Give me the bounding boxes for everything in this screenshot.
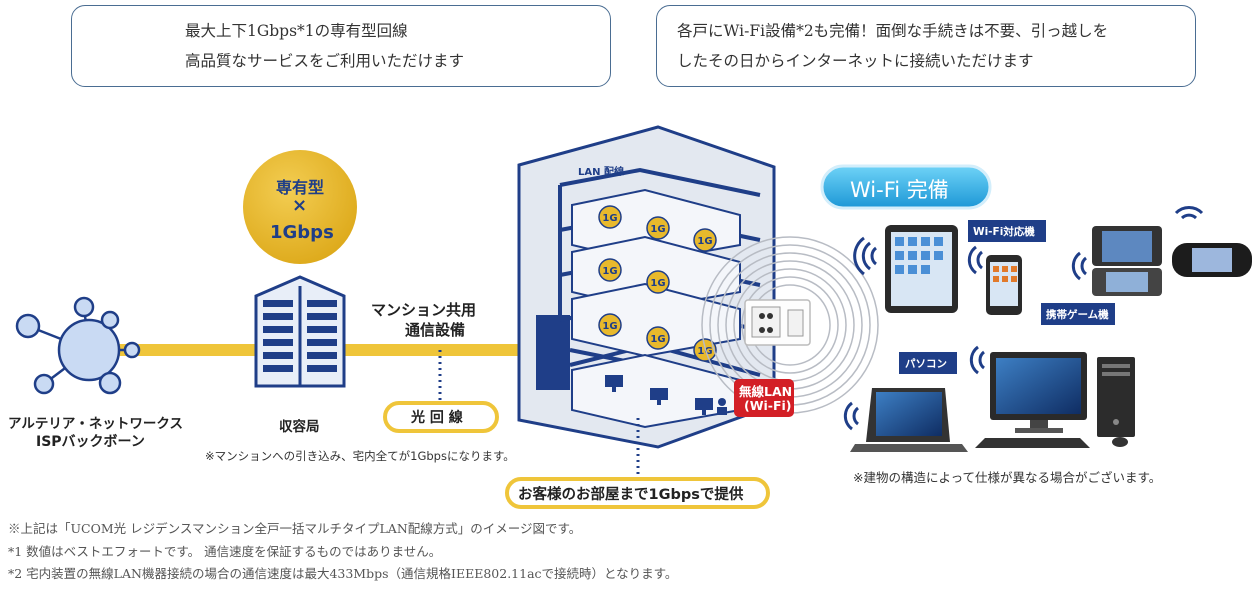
speed-tag-2: 1G <box>650 224 665 235</box>
room-label-pill <box>505 477 770 509</box>
game-label: 携帯ゲーム機 <box>1046 309 1109 321</box>
wireless-lan-badge <box>734 379 794 417</box>
badge-line1: 専有型 <box>276 178 325 197</box>
speed-tag-8: 1G <box>697 346 712 357</box>
desktop-monitor-icon <box>990 352 1087 433</box>
speed-tag-3: 1G <box>697 236 712 247</box>
badge-line3: 1Gbps <box>270 222 334 243</box>
game-console-icon <box>1092 226 1162 296</box>
network-hub-icon <box>15 296 141 395</box>
footnote-line3: *2 宅内装置の無線LAN機器接続の場合の通信速度は最大433Mbps（通信規格… <box>8 566 678 581</box>
mouse-icon <box>1112 437 1128 447</box>
apartment-building-icon: 1G 1G 1G 1G 1G 1G 1G 1G <box>517 125 776 449</box>
description-left-line2: 高品質なサービスをご利用いただけます <box>185 52 465 70</box>
fiber-label: 光 回 線 <box>411 410 463 426</box>
wireless-lan-line1: 無線LAN <box>739 384 793 399</box>
wall-outlet-icon <box>744 299 811 346</box>
description-box-left: 最大上下1Gbps*1の専有型回線 高品質なサービスをご利用いただけます <box>71 5 611 87</box>
description-left-line1: 最大上下1Gbps*1の専有型回線 <box>185 22 408 40</box>
isp-label-line1: アルテリア・ネットワークス <box>8 416 183 432</box>
wifi-title-pill <box>820 164 992 210</box>
badge-line2: × <box>292 195 308 216</box>
footnote-line2: *1 数値はベストエフォートです。 通信速度を保証するものではありません。 <box>8 543 442 559</box>
speed-tag-7: 1G <box>650 334 665 345</box>
office-building-icon <box>254 275 346 388</box>
shared-equipment-line1: マンション共用 <box>371 301 477 319</box>
wifi-device-label-box <box>968 220 1046 242</box>
shared-equipment-line2: 通信設備 <box>405 321 466 339</box>
dedicated-badge <box>243 150 357 264</box>
tablet-icon <box>885 225 958 313</box>
wifi-title: Wi-Fi 完備 <box>850 178 949 202</box>
laptop-icon <box>850 388 968 452</box>
structure-note: ※建物の構造によって仕様が異なる場合がございます。 <box>853 470 1162 485</box>
speed-tag-4: 1G <box>602 266 617 277</box>
room-label: お客様のお部屋まで1Gbpsで提供 <box>518 487 744 503</box>
footnotes: ※上記は「UCOM光 レジデンスマンション全戸一括マルチタイプLAN配線方式」の… <box>8 518 677 586</box>
pc-label-box <box>899 352 957 374</box>
station-label: 収容局 <box>279 419 320 435</box>
fiber-label-pill <box>383 401 499 433</box>
description-right-line2: したその日からインターネットに接続いただけます <box>677 52 1034 70</box>
wifi-device-label: Wi-Fi対応機 <box>973 226 1035 238</box>
smartphone-icon <box>986 255 1022 315</box>
footnote-line1: ※上記は「UCOM光 レジデンスマンション全戸一括マルチタイプLAN配線方式」の… <box>8 521 582 536</box>
isp-label-line2: ISPバックボーン <box>36 434 145 450</box>
description-box-right: 各戸にWi-Fi設備*2も完備！面倒な手続きは不要、引っ越しを したその日からイ… <box>656 5 1196 87</box>
lan-wiring-label: LAN 配線 <box>578 167 624 178</box>
game-label-box <box>1041 303 1115 325</box>
speed-tag-6: 1G <box>602 321 617 332</box>
wireless-lan-line2: (Wi-Fi) <box>744 398 792 413</box>
portable-game-icon <box>1172 243 1252 277</box>
station-note: ※マンションへの引き込み、宅内全てが1Gbpsになります。 <box>205 449 515 463</box>
pc-label: パソコン <box>905 358 947 370</box>
pc-tower-icon <box>1097 357 1135 437</box>
description-right-line1: 各戸にWi-Fi設備*2も完備！面倒な手続きは不要、引っ越しを <box>677 22 1109 40</box>
speed-tag-5: 1G <box>650 278 665 289</box>
speed-tag-1: 1G <box>602 213 617 224</box>
wifi-signal-icons <box>843 206 1204 431</box>
keyboard-icon <box>975 438 1090 448</box>
